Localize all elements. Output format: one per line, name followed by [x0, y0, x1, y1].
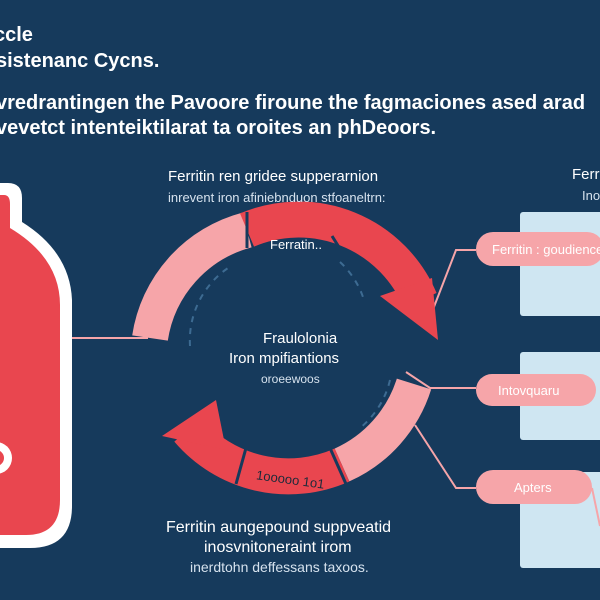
right-caption-title: Ferr: [572, 166, 600, 183]
right-pill-1-label: Ferritin : goudience: [492, 242, 600, 257]
cycle-center-subtitle: Iron mpifiantions: [229, 350, 340, 367]
top-arc-label: Ferratin..: [270, 237, 322, 252]
diagram-subtitle-line-1: vredrantingen the Pavoore firoune the fa…: [0, 92, 586, 114]
blood-bag-port-icon: [0, 442, 12, 474]
right-connector-lines: [405, 249, 600, 527]
bottom-caption-line-3: inerdtohn deffessans taxoos.: [190, 559, 369, 575]
cycle-center-note: oroeewoos: [261, 372, 320, 386]
cycle-arc-bottom-left: [174, 417, 350, 495]
cycle-arrowhead-bottom: [162, 400, 226, 450]
diagram-title-line-1: ccle: [0, 24, 33, 46]
bottom-caption-line-2: inosvnitoneraint irom: [204, 539, 352, 556]
blood-bag-icon: [0, 183, 72, 548]
diagram-title-line-2: sistenanc Cycns.: [0, 50, 160, 72]
top-caption-title: Ferritin ren gridee supperarnion: [168, 168, 379, 185]
bottom-caption-line-1: Ferritin aungepound suppveatid: [166, 519, 392, 536]
right-pill-2: Intovquaru: [476, 374, 596, 406]
top-caption-subtitle: inrevent iron afiniebnduon stfoaneltrn:: [168, 190, 386, 205]
right-pill-3: Apters: [476, 470, 592, 504]
diagram-subtitle-line-2: vevetct intenteiktilarat ta oroites an p…: [0, 117, 437, 139]
right-pill-2-label: Intovquaru: [498, 383, 559, 398]
cycle-arc-top-left: [132, 212, 253, 342]
cycle-arc-top-right: [239, 201, 437, 308]
cycle-arc-bottom-right: [334, 378, 432, 482]
right-pill-1: Ferritin : goudience: [476, 232, 600, 266]
right-caption-subtitle: Inov: [582, 188, 600, 203]
cycle-arrowhead-top: [380, 278, 438, 340]
right-pill-3-label: Apters: [514, 480, 552, 495]
iron-cycle: [132, 201, 438, 495]
cycle-center-title: Fraulolonia: [263, 330, 338, 347]
